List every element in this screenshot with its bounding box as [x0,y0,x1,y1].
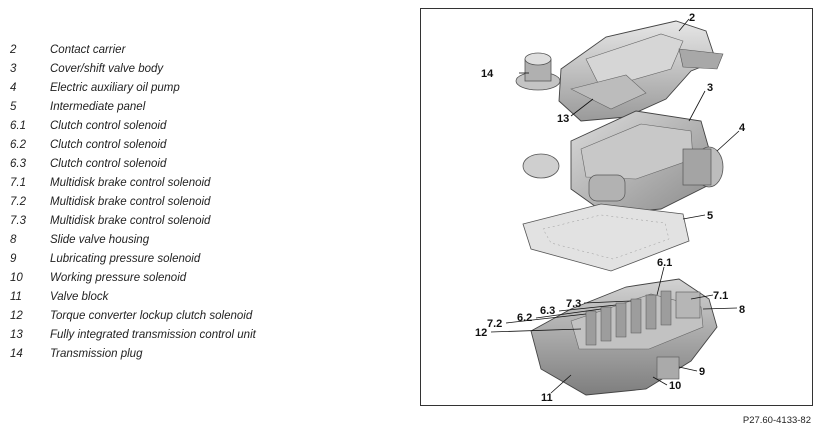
legend-item: 6.2 Clutch control solenoid [10,135,340,154]
legend-label: Clutch control solenoid [50,138,167,151]
legend-item: 14 Transmission plug [10,344,340,363]
legend-label: Lubricating pressure solenoid [50,252,201,265]
legend-number: 6.3 [10,157,26,170]
legend-number: 7.2 [10,195,26,208]
legend-number: 6.1 [10,119,26,132]
legend-number: 8 [10,233,17,246]
callout-6-1: 6.1 [657,257,672,269]
legend-label: Slide valve housing [50,233,150,246]
callout-7-3: 7.3 [566,298,581,310]
transmission-plug-part [515,52,561,91]
legend-number: 5 [10,100,17,113]
legend-number: 10 [10,271,23,284]
legend-number: 6.2 [10,138,26,151]
legend-item: 10 Working pressure solenoid [10,268,340,287]
callout-13: 13 [557,113,569,125]
callout-6-3: 6.3 [540,305,555,317]
legend-item: 3 Cover/shift valve body [10,59,340,78]
legend-label: Multidisk brake control solenoid [50,176,211,189]
legend-label: Working pressure solenoid [50,271,187,284]
valve-block-part [530,278,718,396]
callout-5: 5 [707,210,713,222]
leader-lines [490,18,740,394]
legend-item: 7.3 Multidisk brake control solenoid [10,211,340,230]
legend-item: 8 Slide valve housing [10,230,340,249]
legend-label: Fully integrated transmission control un… [50,328,256,341]
control-unit-part [558,20,724,122]
legend-number: 2 [10,43,17,56]
legend-item: 9 Lubricating pressure solenoid [10,249,340,268]
legend-number: 4 [10,81,17,94]
legend-item: 12 Torque converter lockup clutch solenoi… [10,306,340,325]
legend-item: 13 Fully integrated transmission control … [10,325,340,344]
legend-item: 4 Electric auxiliary oil pump [10,78,340,97]
legend-item: 6.3 Clutch control solenoid [10,154,340,173]
exploded-view-figure: 2 14 13 3 4 5 6.1 7.1 7.3 6.3 6.2 7.2 12… [420,8,813,406]
legend-label: Contact carrier [50,43,126,56]
legend-number: 12 [10,309,23,322]
legend-label: Multidisk brake control solenoid [50,214,211,227]
exploded-view-drawing: 2 14 13 3 4 5 6.1 7.1 7.3 6.3 6.2 7.2 12… [475,12,746,404]
legend-item: 6.1 Clutch control solenoid [10,116,340,135]
callout-4: 4 [739,122,746,134]
legend-label: Clutch control solenoid [50,157,167,170]
legend-label: Multidisk brake control solenoid [50,195,211,208]
figure-reference: P27.60-4133-82 [742,415,811,426]
shift-valve-body-part [522,110,724,215]
callout-8: 8 [739,304,745,316]
legend-label: Electric auxiliary oil pump [50,81,180,94]
callout-11: 11 [541,392,553,404]
callout-14: 14 [481,68,494,80]
legend-label: Intermediate panel [50,100,146,113]
legend-number: 9 [10,252,17,265]
legend-number: 7.1 [10,176,26,189]
legend-item: 7.1 Multidisk brake control solenoid [10,173,340,192]
callout-7-2: 7.2 [487,318,502,330]
legend-item: 2 Contact carrier [10,40,340,59]
legend-number: 14 [10,347,23,360]
legend-item: 7.2 Multidisk brake control solenoid [10,192,340,211]
intermediate-panel-part [522,203,690,272]
legend-number: 13 [10,328,23,341]
callout-12: 12 [475,327,487,339]
callout-2: 2 [689,12,695,24]
callout-3: 3 [707,82,713,94]
legend-label: Valve block [50,290,109,303]
legend-label: Clutch control solenoid [50,119,167,132]
legend-label: Cover/shift valve body [50,62,164,75]
legend-number: 3 [10,62,17,75]
callout-6-2: 6.2 [517,312,532,324]
legend-list: 2 Contact carrier 3 Cover/shift valve body… [10,40,340,363]
legend-number: 7.3 [10,214,26,227]
legend-number: 11 [10,290,22,303]
legend-item: 11 Valve block [10,287,340,306]
legend-item: 5 Intermediate panel [10,97,340,116]
callout-10: 10 [669,380,681,392]
legend-label: Transmission plug [50,347,143,360]
callout-9: 9 [699,366,705,378]
legend-label: Torque converter lockup clutch solenoid [50,309,253,322]
callout-7-1: 7.1 [713,290,728,302]
